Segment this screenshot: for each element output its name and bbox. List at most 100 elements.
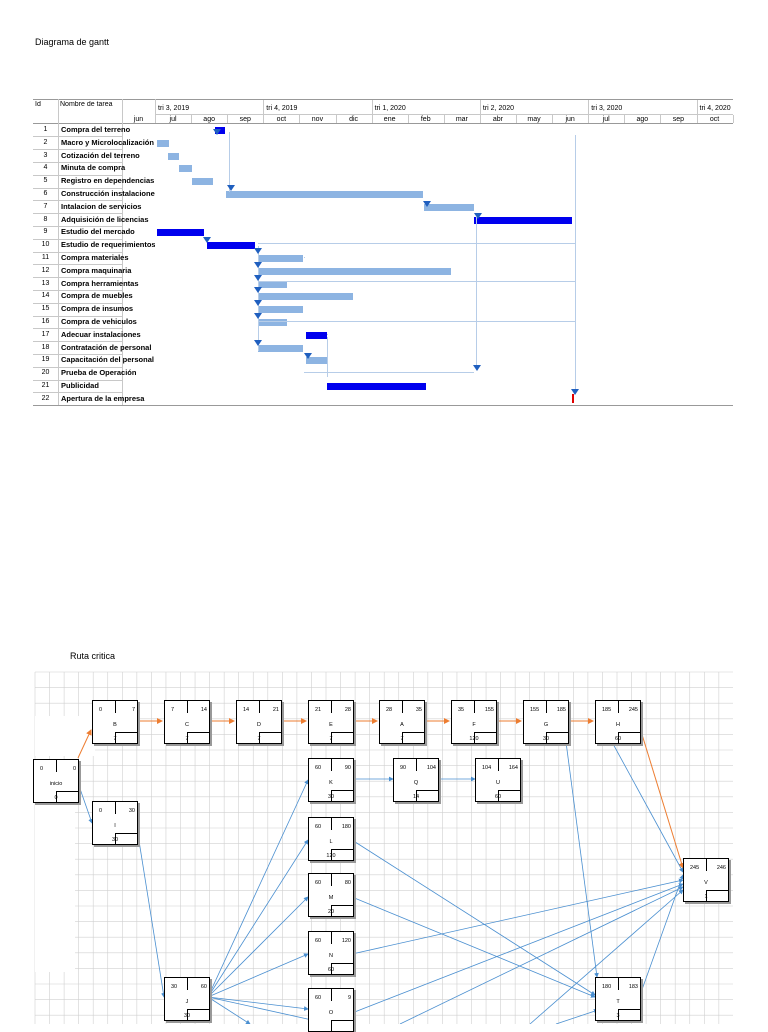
early-start: 185 [602,707,612,713]
row-divider [33,136,122,138]
early-start: 60 [315,938,322,944]
activity-name: V [704,880,708,886]
node-divider [331,849,353,850]
row-divider [33,251,122,253]
task-id: 5 [43,177,48,185]
activity-duration: 14 [412,794,420,800]
activity-duration: 7 [113,736,117,742]
node-divider [331,849,332,860]
task-name: Construcción instalaciones [61,189,155,198]
node-divider [331,790,353,791]
gantt-title: Diagrama de gantt [35,37,110,47]
quarter-label: tri 2, 2020 [482,105,515,112]
month-gridline [732,115,734,123]
row-divider [33,379,122,381]
activity-duration: 7 [329,736,333,742]
node-divider [546,701,547,713]
quarter-label: tri 1, 2020 [374,105,406,112]
task-name: Adquisición de licencias [61,214,149,224]
task-id: 16 [41,318,50,325]
node-divider [402,732,424,733]
early-start: 14 [243,707,250,713]
early-finish: 80 [344,880,351,886]
activity-name: H [616,722,620,728]
activity-duration: 120 [469,736,479,742]
early-finish: 183 [628,984,638,990]
early-start: 60 [315,824,322,830]
dependency-arrow [207,953,309,998]
early-finish: 245 [628,707,638,713]
quarter-divider [155,114,733,115]
month-label: abr [492,116,503,123]
task-bar [168,152,179,160]
dependency-arrow [565,741,599,978]
activity-duration: 30 [542,736,550,742]
task-bar [258,267,451,275]
early-start: 0 [99,707,103,713]
node-divider [416,759,417,771]
month-gridline [479,115,481,123]
task-id: 17 [41,330,50,338]
row-divider [33,213,122,215]
dependency-arrow [351,878,684,955]
month-label: jul [169,116,177,123]
task-id: 7 [43,202,48,210]
task-bar [306,331,327,339]
node-divider [546,732,568,733]
task-id: 4 [43,164,48,172]
row-divider [33,264,122,266]
link-arrowhead [474,213,482,219]
task-bar [157,229,204,237]
task-bar [424,203,474,211]
task-bar [258,344,303,352]
link-arrowhead [254,313,262,319]
task-id: 22 [41,394,50,402]
quarter-gridline [696,100,698,114]
dependency-link [327,334,328,335]
row-divider [33,341,122,343]
dependency-arrow [207,996,309,1011]
task-id: 18 [41,343,50,351]
node-divider [618,1009,619,1020]
task-id: 14 [41,292,50,300]
task-name: Estudio del mercado [61,227,135,237]
task-name: Cotización del terreno [61,150,140,160]
dependency-arrow [399,886,684,1024]
node-divider [474,732,496,733]
month-gridline [696,115,698,123]
early-finish: 246 [716,865,726,871]
task-id: 6 [43,190,48,197]
activity-duration: 7 [257,736,261,742]
row-divider [33,302,122,304]
node-divider [474,701,475,713]
month-gridline [516,115,517,123]
month-gridline [299,115,301,123]
task-name: Compra de insumos [61,304,134,314]
task-id: 21 [41,382,50,389]
node-divider [618,732,619,743]
gantt-bottom-border [33,405,733,406]
node-divider [259,732,260,743]
activity-duration: 120 [326,853,336,859]
task-bar [258,306,303,314]
row-divider [33,392,122,394]
activity-duration: 60 [327,967,335,973]
early-start: 60 [315,880,322,886]
dependency-link [258,321,575,322]
early-start: 60 [315,995,322,1001]
activity-name: M [328,895,334,901]
early-finish: 7 [131,707,135,713]
node-divider [331,732,353,733]
